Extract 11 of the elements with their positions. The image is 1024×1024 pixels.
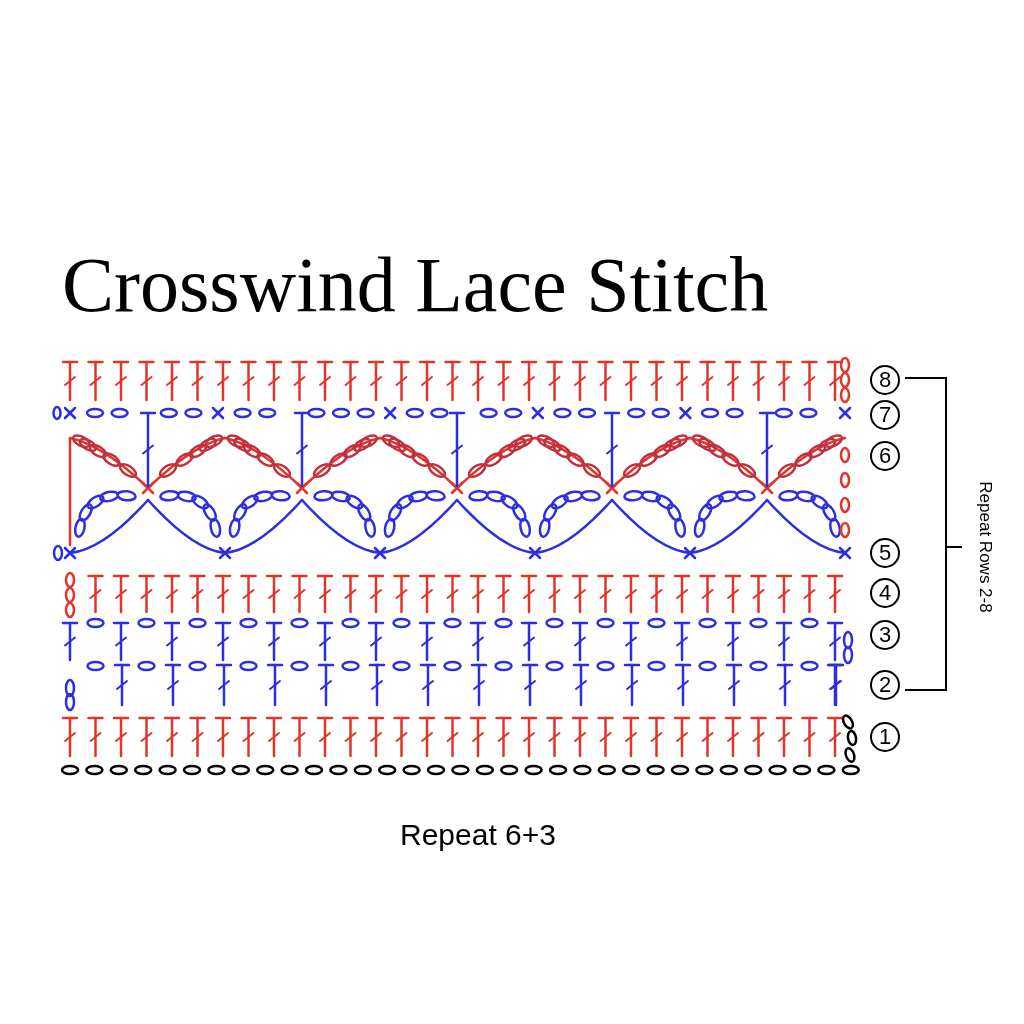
caption-note: Repeat 6+3 (400, 818, 556, 852)
row-number: 4 (870, 578, 900, 608)
bracket-label: Repeat Rows 2-8 (975, 481, 995, 613)
title: Crosswind Lace Stitch (62, 240, 769, 330)
row-number: 8 (870, 365, 900, 395)
row-number: 7 (870, 400, 900, 430)
row-number: 6 (870, 441, 900, 471)
row-number: 2 (870, 670, 900, 700)
row-number: 1 (870, 722, 900, 752)
row-number: 5 (870, 538, 900, 568)
row-number: 3 (870, 620, 900, 650)
